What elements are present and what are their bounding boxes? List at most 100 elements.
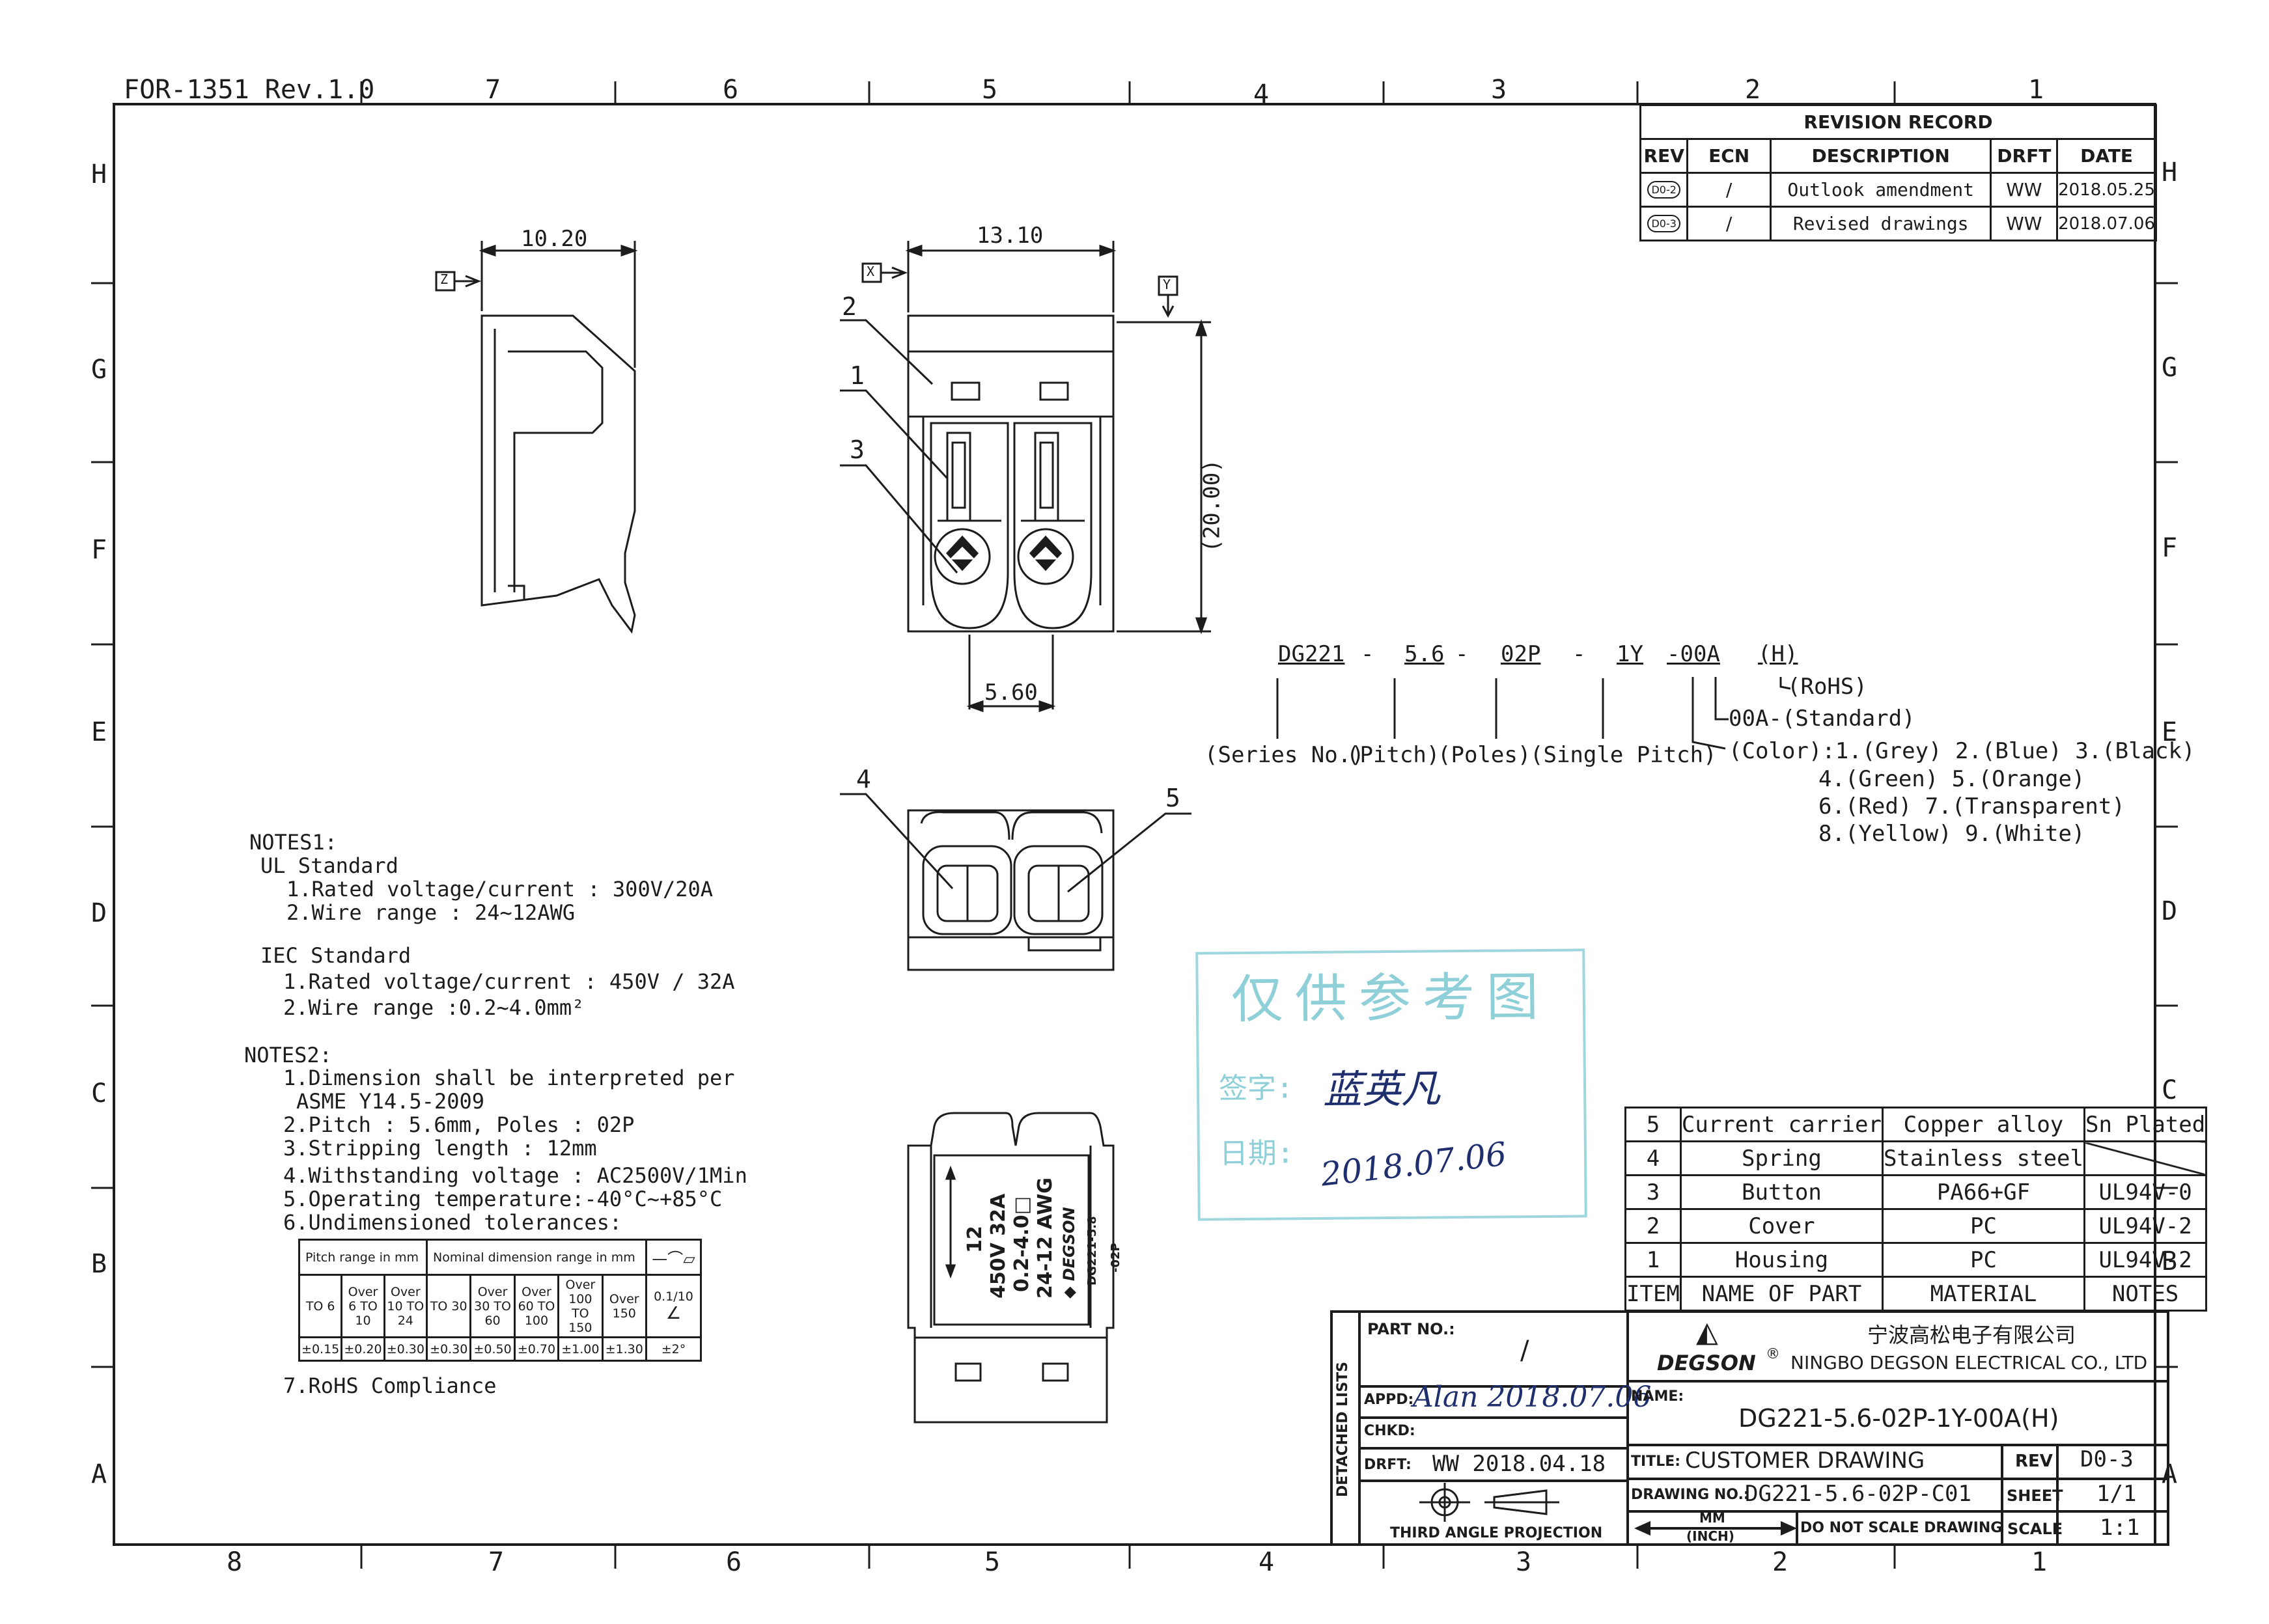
rev-header-desc: DESCRIPTION: [1769, 138, 1992, 174]
degson-logo-icon: ◆: [1060, 1286, 1078, 1299]
tol-symbols: —⌒▱: [645, 1239, 703, 1276]
rev-header-date: DATE: [2056, 138, 2157, 174]
registered-icon: ®: [1766, 1346, 1780, 1362]
rev-desc: Revised drawings: [1769, 206, 1992, 241]
note-2: 2.Pitch : 5.6mm, Poles : 02P: [283, 1112, 635, 1137]
rrow-label-e: E: [2162, 717, 2178, 747]
tol-range: TO 6: [298, 1274, 343, 1338]
revision-table: REVISION RECORD REV ECN DESCRIPTION DRFT…: [1639, 104, 2157, 241]
note-6: 6.Undimensioned tolerances:: [283, 1210, 622, 1235]
balloon-3: 3: [850, 435, 865, 464]
col-label-7: 7: [485, 75, 501, 105]
side-view: [435, 241, 638, 634]
label-rating: 450V 32A: [987, 1193, 1010, 1299]
code-sep: -: [1572, 641, 1586, 667]
bom-item: 2: [1624, 1208, 1682, 1244]
part-no-label: PART NO.:: [1367, 1320, 1455, 1338]
note-5: 5.Operating temperature:-40°C~+85°C: [283, 1187, 723, 1211]
dim-side-width: 10.20: [521, 226, 588, 252]
part-code-leaders: [1276, 677, 1791, 750]
rohs-label: (RoHS): [1787, 674, 1867, 700]
title-label: TITLE:: [1631, 1453, 1681, 1470]
bcol-label-7: 7: [488, 1547, 505, 1577]
label-brand: DEGSON: [1060, 1207, 1078, 1282]
name-label: NAME:: [1631, 1388, 1684, 1405]
col-label-4: 4: [1253, 79, 1270, 109]
company-logo: DEGSON: [1657, 1351, 1756, 1375]
rev-code: D0-3: [1647, 215, 1680, 232]
title-block-lines: [1330, 1310, 2169, 1546]
bom-item: 4: [1624, 1140, 1682, 1176]
front-view: [840, 241, 1211, 713]
bom-material: Stainless steel: [1881, 1140, 2085, 1176]
color-line-2: 4.(Green) 5.(Orange): [1818, 766, 2085, 792]
iec-wire: 2.Wire range :0.2~4.0mm²: [283, 995, 585, 1020]
note-3: 3.Stripping length : 12mm: [283, 1136, 597, 1161]
tol-range: Over 60 TO 100: [513, 1274, 560, 1338]
part-no-value: /: [1520, 1336, 1529, 1366]
note-1: 1.Dimension shall be interpreted per: [283, 1066, 735, 1090]
tol-value: ±1.30: [601, 1336, 647, 1362]
single-pitch-label: (Single Pitch): [1530, 742, 1717, 768]
bcol-label-8: 8: [227, 1547, 243, 1577]
pitch-label: (Pitch): [1346, 742, 1440, 768]
balloon-4: 4: [856, 765, 871, 793]
label-model-suffix: -02P: [1109, 1243, 1122, 1273]
bom-header-material: MATERIAL: [1881, 1276, 2085, 1312]
degson-triangle-icon: ◭: [1696, 1315, 1718, 1349]
code-single-pitch: 1Y: [1617, 641, 1643, 667]
rrow-label-f: F: [2162, 533, 2178, 563]
balloon-1: 1: [850, 361, 865, 390]
code-series: DG221: [1278, 641, 1345, 667]
notes1-title: NOTES1:: [249, 830, 337, 855]
rev-header-rev: REV: [1639, 138, 1689, 174]
revision-title: REVISION RECORD: [1639, 104, 2157, 140]
bom-name: Button: [1679, 1174, 1884, 1210]
reference-stamp: 仅供参考图 签字: 日期: 蓝英凡 2018.07.06: [1195, 948, 1587, 1221]
bom-item: 3: [1624, 1174, 1682, 1210]
bom-notes: [2083, 1140, 2208, 1176]
tol-range: Over 100 TO 150: [557, 1274, 604, 1338]
col-label-3: 3: [1491, 75, 1507, 105]
bcol-label-4: 4: [1259, 1547, 1275, 1577]
tol-value: ±1.00: [557, 1336, 604, 1362]
table-row: 2 Cover PC UL94V-2: [1624, 1208, 2208, 1244]
bom-item: 5: [1624, 1107, 1682, 1142]
row-label-f: F: [91, 535, 107, 565]
bom-item: 1: [1624, 1242, 1682, 1278]
bom-name: Housing: [1679, 1242, 1884, 1278]
row-label-b: B: [91, 1249, 107, 1279]
bom-notes: UL94V-2: [2083, 1208, 2208, 1244]
bom-material: Copper alloy: [1881, 1107, 2085, 1142]
bom-notes: UL94V-0: [2083, 1174, 2208, 1210]
product-label: 12 450V 32A 0.2-4.0□ 24-12 AWG ◆ DEGSON …: [964, 1168, 1122, 1318]
rrow-label-d: D: [2162, 896, 2178, 926]
sheet-value: 1/1: [2096, 1481, 2137, 1507]
ul-wire: 2.Wire range : 24~12AWG: [286, 900, 576, 925]
appd-signature: Alan 2018.07.06: [1413, 1381, 1652, 1414]
projection-symbol: [1419, 1483, 1559, 1522]
sheet-label: SHEET: [2007, 1487, 2063, 1505]
bom-name: Spring: [1679, 1140, 1884, 1176]
datum-z-label: Z: [440, 271, 449, 287]
table-row: 1 Housing PC UL94V-2: [1624, 1242, 2208, 1278]
rrow-label-a: A: [2162, 1459, 2178, 1489]
bcol-label-6: 6: [726, 1547, 742, 1577]
series-label: (Series No.): [1204, 742, 1365, 768]
code-sep: -: [1361, 641, 1374, 667]
table-row: 3 Button PA66+GF UL94V-0: [1624, 1174, 2208, 1210]
table-row: 4 Spring Stainless steel: [1624, 1140, 2208, 1176]
bom-notes: UL94V-2: [2083, 1242, 2208, 1278]
row-label-a: A: [91, 1459, 107, 1489]
table-row: D0-3 / Revised drawings WW 2018.07.06: [1639, 206, 2157, 241]
datum-y-label: Y: [1163, 277, 1171, 292]
unit-inch: (INCH): [1686, 1528, 1734, 1544]
part-name: DG221-5.6-02P-1Y-00A(H): [1738, 1404, 2059, 1433]
poles-label: (Poles): [1438, 742, 1531, 768]
code-poles: 02P: [1501, 641, 1541, 667]
color-line-3: 6.(Red) 7.(Transparent): [1818, 793, 2125, 819]
dim-height: (20.00): [1199, 459, 1225, 553]
rev-date: 2018.07.06: [2056, 206, 2157, 241]
tol-value: ±0.20: [341, 1336, 385, 1362]
stamp-date-label: 日期:: [1219, 1136, 1294, 1171]
